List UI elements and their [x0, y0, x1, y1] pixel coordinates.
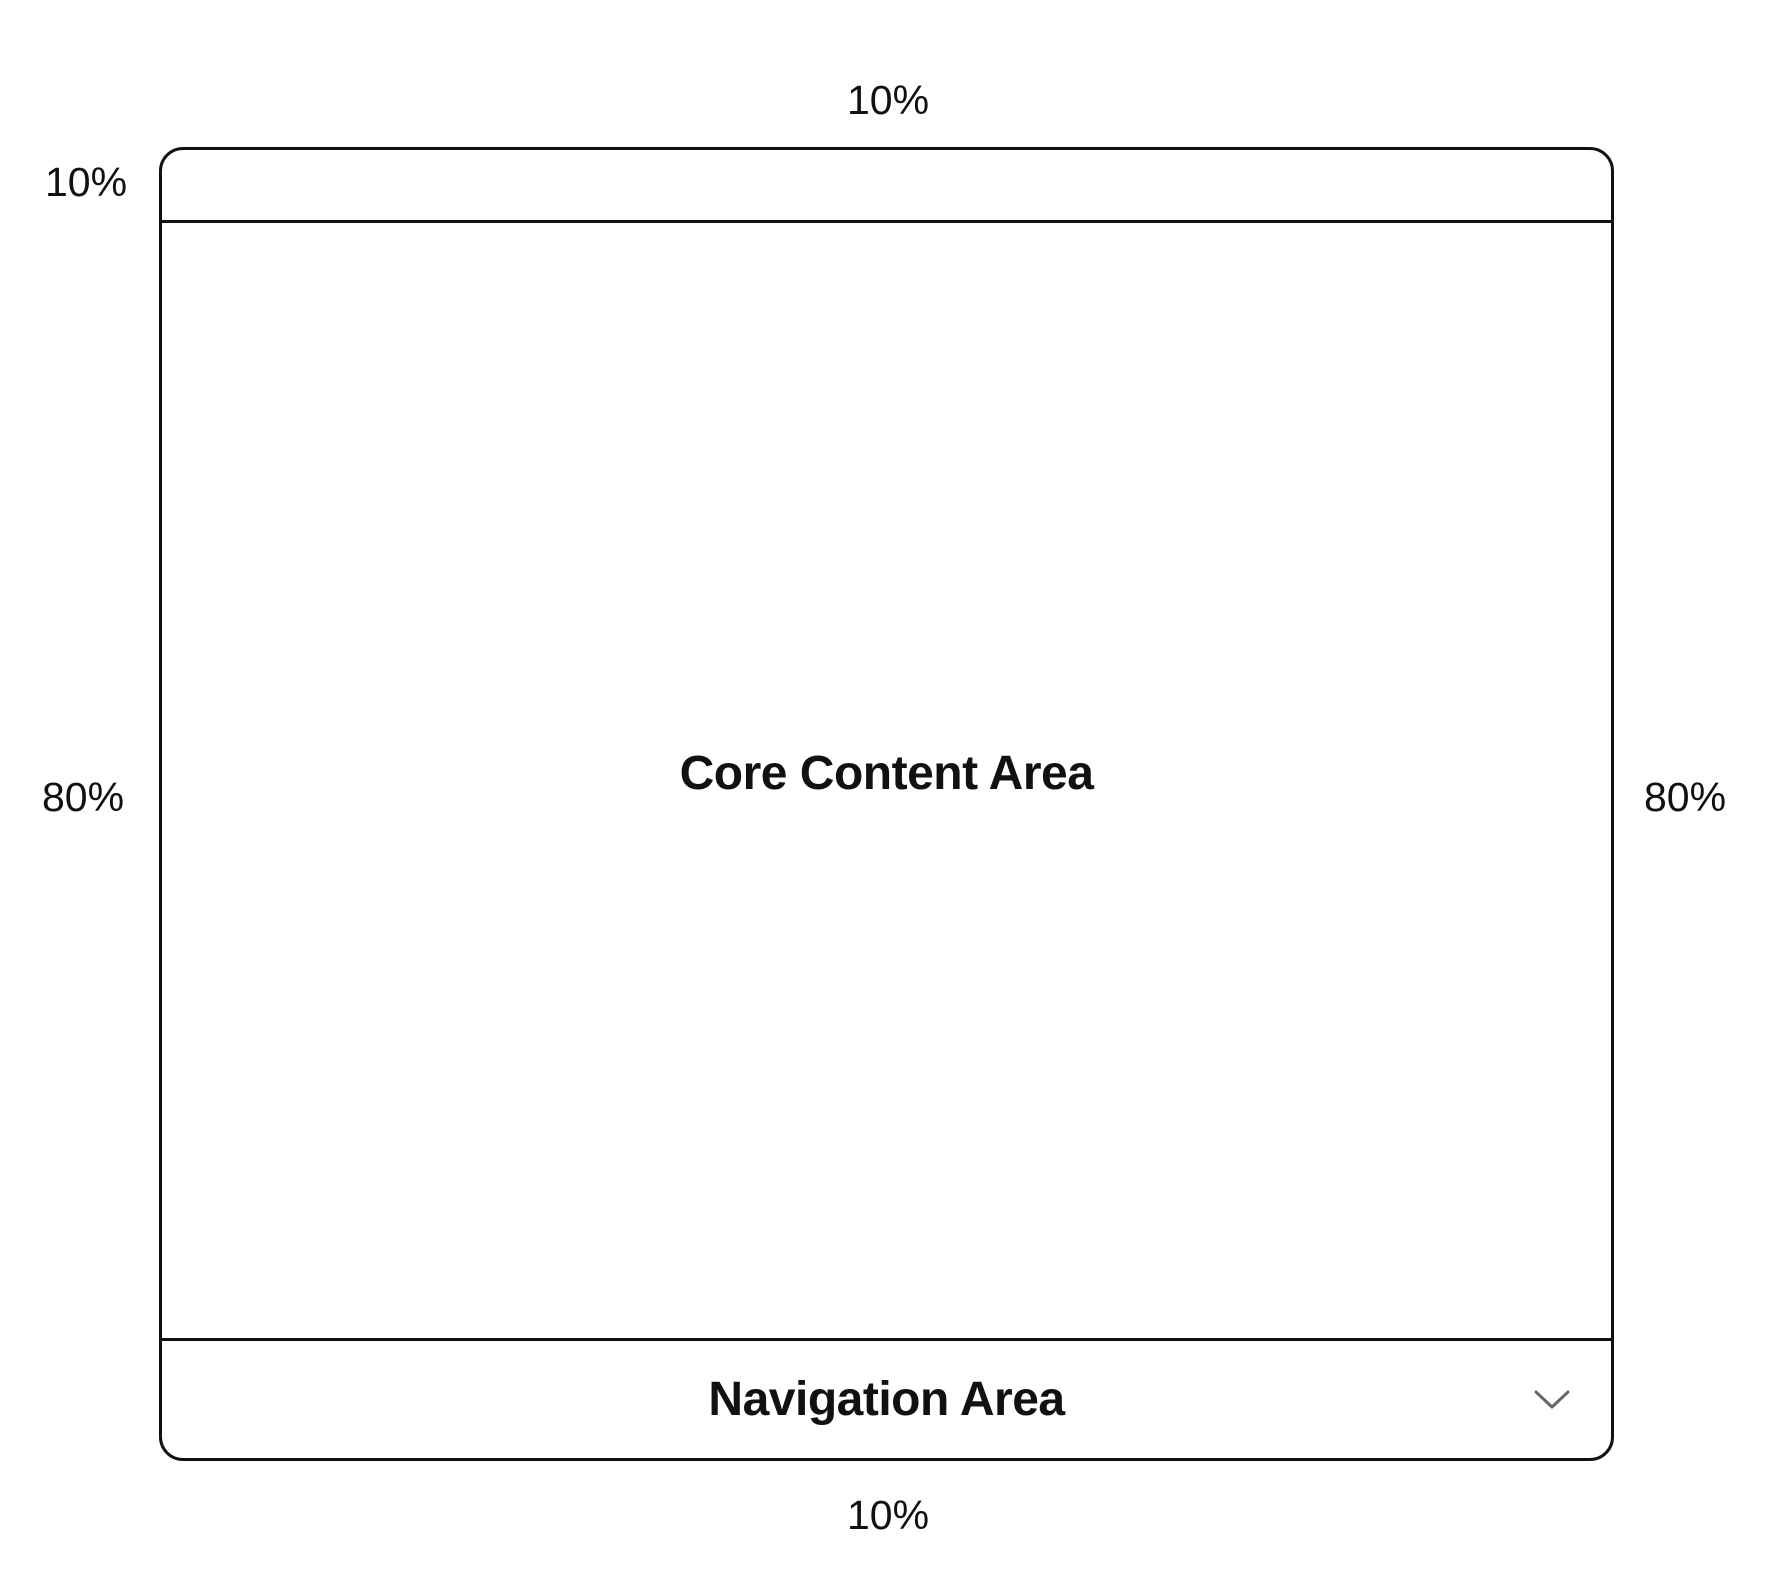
- left-top-dimension-label: 10%: [45, 159, 128, 205]
- top-dimension-label: 10%: [846, 77, 930, 123]
- core-content-area: Core Content Area: [162, 223, 1611, 1338]
- core-content-label: Core Content Area: [679, 747, 1094, 800]
- bottom-dimension-label: 10%: [846, 1492, 930, 1538]
- left-middle-dimension-label: 80%: [42, 774, 125, 820]
- chevron-down-icon[interactable]: [1533, 1389, 1571, 1411]
- navigation-label: Navigation Area: [708, 1373, 1065, 1426]
- right-middle-dimension-label: 80%: [1644, 774, 1727, 820]
- device-frame: Core Content Area Navigation Area: [159, 147, 1614, 1461]
- header-area: [162, 150, 1611, 223]
- navigation-area[interactable]: Navigation Area: [162, 1338, 1611, 1458]
